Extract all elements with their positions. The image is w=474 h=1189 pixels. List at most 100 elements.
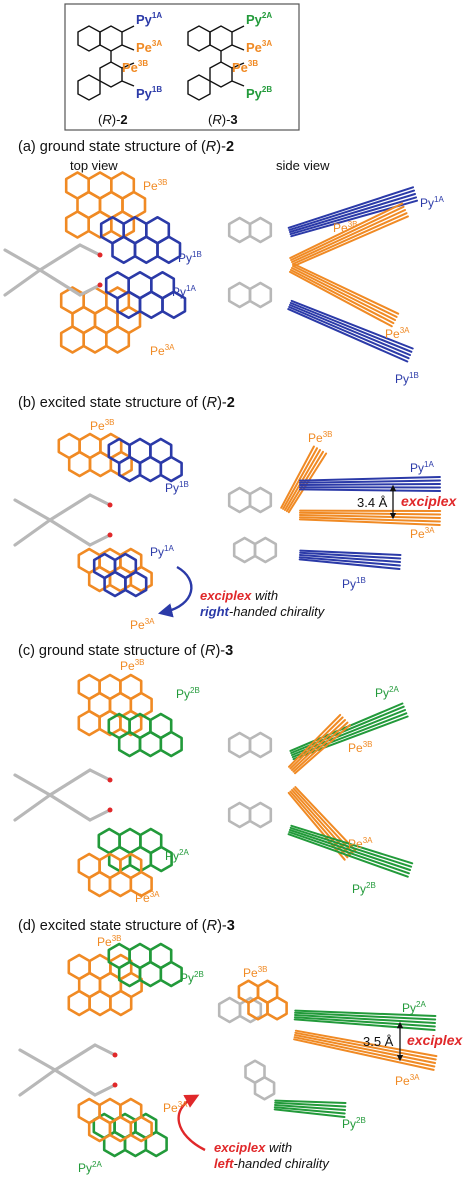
- side-view-label: side view: [276, 158, 330, 173]
- ring-edge-line: [294, 1034, 436, 1064]
- bond-stick: [38, 243, 82, 272]
- ring-edge-line: [299, 551, 402, 560]
- ring-shape: [232, 536, 257, 564]
- ring-edge-line: [294, 1009, 437, 1017]
- ring-shape: [159, 960, 183, 988]
- ring-shape: [87, 565, 112, 593]
- ring-edge-line: [289, 193, 416, 233]
- ring-edge-line: [290, 205, 405, 261]
- label-pe3b-side-c: Pe3B: [348, 740, 372, 755]
- ring-shape: [161, 290, 187, 320]
- label-pe3a-side-d: Pe3A: [395, 1073, 420, 1088]
- ring-shape: [129, 1115, 153, 1143]
- ring-shape: [119, 709, 143, 737]
- label-py1b-top-a: Py1B: [178, 250, 202, 265]
- ring-edge-line: [273, 1108, 346, 1118]
- ring-edge-line: [288, 306, 410, 360]
- label-pe3a-top-d: Pe3A: [163, 1100, 188, 1115]
- ring-shape: [227, 731, 252, 759]
- ring-shape: [238, 996, 263, 1024]
- panel-a-side-view-molecule: [227, 186, 418, 363]
- ring-edge-line: [289, 716, 344, 770]
- ring-edge-line: [293, 263, 400, 315]
- bond-stick: [88, 533, 112, 547]
- ring-edge-line: [289, 196, 417, 236]
- ring-edge-line: [299, 514, 441, 519]
- bond-stick: [48, 518, 92, 547]
- label-py2b-side-c: Py2B: [352, 881, 376, 896]
- ring-edge-line: [289, 202, 404, 259]
- ring-shape: [103, 570, 127, 598]
- ring-edge-line: [289, 302, 413, 353]
- ring-edge-line: [287, 186, 414, 229]
- oxygen-atom: [112, 1082, 118, 1088]
- ring-shape: [253, 1076, 276, 1101]
- ring-shape: [138, 455, 163, 483]
- ring-edge-line: [293, 1016, 436, 1028]
- ring-edge-line: [273, 1106, 346, 1115]
- scheme-label-py1a: Py1A: [136, 11, 162, 27]
- ring-edge-line: [299, 511, 442, 516]
- ring-shape: [111, 235, 137, 265]
- ring-shape: [133, 235, 159, 265]
- ring-edge-line: [299, 516, 441, 523]
- bond-stick: [48, 493, 92, 522]
- label-py1a-top-b: Py1A: [150, 544, 174, 559]
- panel-d-side-view-molecule: [217, 979, 438, 1118]
- panel-b: (b) excited state structure of (R)-2 3.4…: [13, 395, 457, 632]
- oxygen-atom: [97, 252, 103, 258]
- chirality-note-d-line1: exciplex with: [214, 1140, 292, 1155]
- ring-shape: [108, 870, 133, 898]
- scheme-caption-3: (R)-3: [208, 112, 238, 127]
- ring-edge-line: [294, 1031, 437, 1061]
- panel-c: (c) ground state structure of (R)-3 Pe3B…: [13, 643, 414, 905]
- ring-edge-line: [299, 483, 441, 486]
- label-py1a-top-a: Py1A: [172, 284, 196, 299]
- ring-edge-line: [294, 1029, 438, 1058]
- label-py2a-side-c: Py2A: [375, 685, 399, 700]
- bond-stick: [3, 248, 42, 272]
- panel-d-top-view-molecule: [18, 942, 183, 1158]
- bond-stick: [88, 808, 112, 822]
- ring-shape: [248, 281, 273, 309]
- label-pe3a-side-c: Pe3A: [348, 836, 373, 851]
- ring-edge-line: [299, 554, 401, 563]
- bond-stick: [53, 1068, 97, 1097]
- bond-stick: [3, 268, 42, 297]
- label-py1b-side-b: Py1B: [342, 576, 366, 591]
- ring-shape: [124, 570, 148, 598]
- panel-b-caption: (b) excited state structure of (R)-2: [18, 395, 235, 411]
- ring-shape: [227, 486, 252, 514]
- oxygen-atom: [107, 502, 113, 508]
- panel-c-top-view-molecule: [13, 673, 183, 898]
- ring-shape: [248, 801, 273, 829]
- label-py1b-top-b: Py1B: [165, 480, 189, 495]
- ring-shape: [117, 455, 142, 483]
- scheme-caption-2: (R)-2: [98, 112, 128, 127]
- distance-label-b: 3.4 Å: [357, 495, 388, 510]
- ring-edge-line: [291, 267, 396, 321]
- ring-shape: [156, 235, 182, 265]
- scheme-label-pe3a: Pe3A: [136, 39, 162, 55]
- bond-stick: [13, 773, 52, 797]
- exciplex-label-d: exciplex: [407, 1032, 463, 1048]
- bond-stick: [88, 768, 112, 782]
- ring-shape: [77, 709, 101, 737]
- ring-edge-line: [291, 719, 346, 771]
- oxygen-atom: [107, 807, 113, 813]
- label-pe3b-top-c: Pe3B: [120, 658, 144, 673]
- ring-edge-line: [299, 479, 441, 484]
- distance-label-d: 3.5 Å: [363, 1034, 394, 1049]
- oxygen-atom: [112, 1052, 118, 1058]
- ring-shape: [88, 989, 112, 1017]
- chirality-arrow-d: [177, 1094, 206, 1152]
- scheme-label-py2b: Py2B: [246, 85, 272, 101]
- panel-a: (a) ground state structure of (R)-2 top …: [3, 139, 444, 386]
- label-py1b-side-a: Py1B: [395, 371, 419, 386]
- ring-edge-line: [292, 715, 409, 761]
- ring-shape: [129, 870, 153, 898]
- ring-edge-line: [287, 833, 409, 878]
- ring-shape: [59, 325, 85, 354]
- ring-edge-line: [291, 209, 406, 263]
- bond-stick: [93, 1083, 117, 1097]
